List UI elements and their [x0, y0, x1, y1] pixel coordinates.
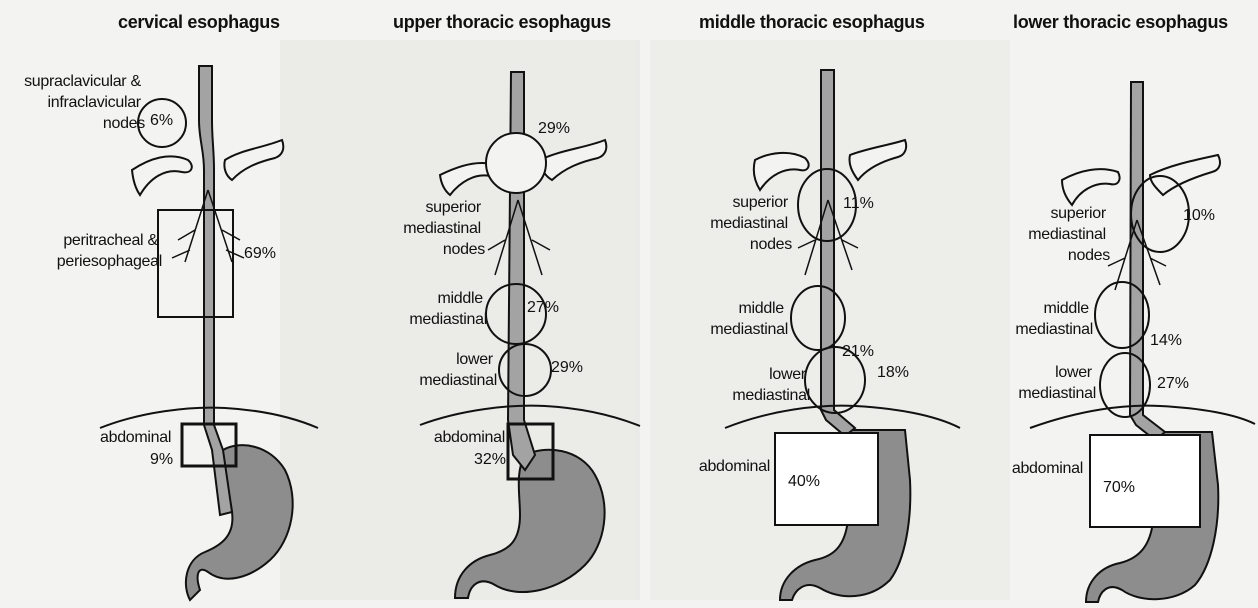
label-abdominal: abdominal	[699, 458, 770, 475]
left-clavicle	[132, 156, 192, 195]
percent-abdominal: 9%	[150, 451, 173, 468]
percent-middle-lower: 14%	[1150, 332, 1182, 349]
label-peritracheal: peritracheal & periesophageal	[57, 232, 162, 270]
percent-middle-middle: 21%	[842, 343, 874, 360]
label-superior-mediastinal: superior mediastinal nodes	[1028, 205, 1110, 264]
percent-abdominal-upper: 32%	[474, 451, 506, 468]
percent-middle-upper: 27%	[527, 299, 559, 316]
stomach-shape	[186, 445, 293, 600]
panel-title-upper-thoracic: upper thoracic esophagus	[393, 12, 611, 32]
panel-title-lower-thoracic: lower thoracic esophagus	[1013, 12, 1228, 32]
percent-abdominal-lower: 70%	[1103, 479, 1135, 496]
label-middle-mediastinal: middle mediastinal	[1015, 300, 1093, 338]
panel-title-middle-thoracic: middle thoracic esophagus	[699, 12, 925, 32]
label-abdominal: abdominal	[434, 429, 505, 446]
percent-supraclavicular: 6%	[150, 112, 173, 129]
label-abdominal: abdominal	[100, 429, 171, 446]
label-lower-mediastinal: lower mediastinal	[1018, 364, 1096, 402]
percent-superior-middle: 11%	[843, 195, 874, 212]
label-supraclavicular: supraclavicular & infraclavicular nodes	[24, 73, 145, 132]
panel-title-cervical: cervical esophagus	[118, 12, 280, 32]
percent-superior-upper: 29%	[538, 120, 570, 137]
node-circle-superior	[486, 133, 546, 193]
panel-lower-thoracic	[1030, 82, 1255, 602]
label-abdominal: abdominal	[1012, 460, 1083, 477]
percent-abdominal-middle: 40%	[788, 473, 820, 490]
percent-lower-middle: 18%	[877, 364, 909, 381]
percent-lower-upper: 29%	[551, 359, 583, 376]
right-clavicle	[1150, 155, 1220, 195]
right-clavicle	[224, 140, 283, 180]
percent-peritracheal: 69%	[244, 245, 276, 262]
node-box-peritracheal	[158, 210, 233, 317]
percent-lower-lower: 27%	[1157, 375, 1189, 392]
left-clavicle	[1062, 169, 1120, 205]
percent-superior-lower: 10%	[1183, 207, 1215, 224]
